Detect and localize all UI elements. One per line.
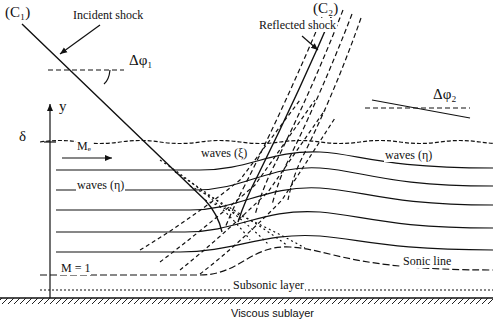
diagram-label: (C₂) bbox=[312, 0, 339, 17]
streamline bbox=[56, 212, 493, 232]
diagram-label: waves (η) bbox=[384, 148, 433, 162]
expansion-wave bbox=[205, 200, 305, 248]
diagram-label: Δφ₁ bbox=[128, 52, 154, 69]
reflected-wave bbox=[255, 10, 343, 215]
expansion-wave bbox=[190, 186, 288, 246]
diagram-label: Incident shock bbox=[72, 8, 144, 22]
sonic-line bbox=[40, 247, 493, 275]
diagram-label: δ bbox=[18, 128, 27, 145]
diagram-label: y bbox=[58, 98, 68, 115]
diagram-label: M = 1 bbox=[60, 261, 91, 275]
reflected-wave bbox=[272, 14, 352, 205]
reflected-wave bbox=[225, 10, 325, 228]
compression-wave bbox=[180, 110, 325, 270]
diagram-label: waves (η) bbox=[76, 178, 125, 192]
boundary-layer-edge bbox=[40, 141, 493, 144]
flow-arrow bbox=[62, 157, 112, 158]
compression-wave bbox=[140, 100, 300, 250]
y-axis bbox=[49, 104, 50, 298]
diagram-label: Sonic line bbox=[402, 254, 452, 268]
expansion-wave bbox=[175, 172, 268, 244]
diagram-label: Reflected shock bbox=[258, 18, 337, 32]
diagram-label: Mₑ bbox=[76, 139, 92, 153]
diagram-label: Viscous sublayer bbox=[230, 306, 315, 320]
diagram-label: waves (ξ) bbox=[200, 146, 248, 160]
incident-shock bbox=[22, 24, 222, 232]
diagram-label: Subsonic layer bbox=[232, 278, 305, 292]
diagram-label: (C₁) bbox=[4, 4, 31, 21]
reference-line bbox=[48, 69, 124, 70]
leader-line bbox=[302, 36, 318, 50]
streamline bbox=[56, 235, 493, 252]
leader-line bbox=[60, 25, 100, 54]
wall-hatching bbox=[0, 298, 493, 304]
compression-wave bbox=[160, 100, 315, 262]
diagram-label: Δφ₂ bbox=[432, 86, 458, 103]
delta-tick bbox=[44, 141, 56, 142]
angle-arc bbox=[104, 70, 110, 84]
